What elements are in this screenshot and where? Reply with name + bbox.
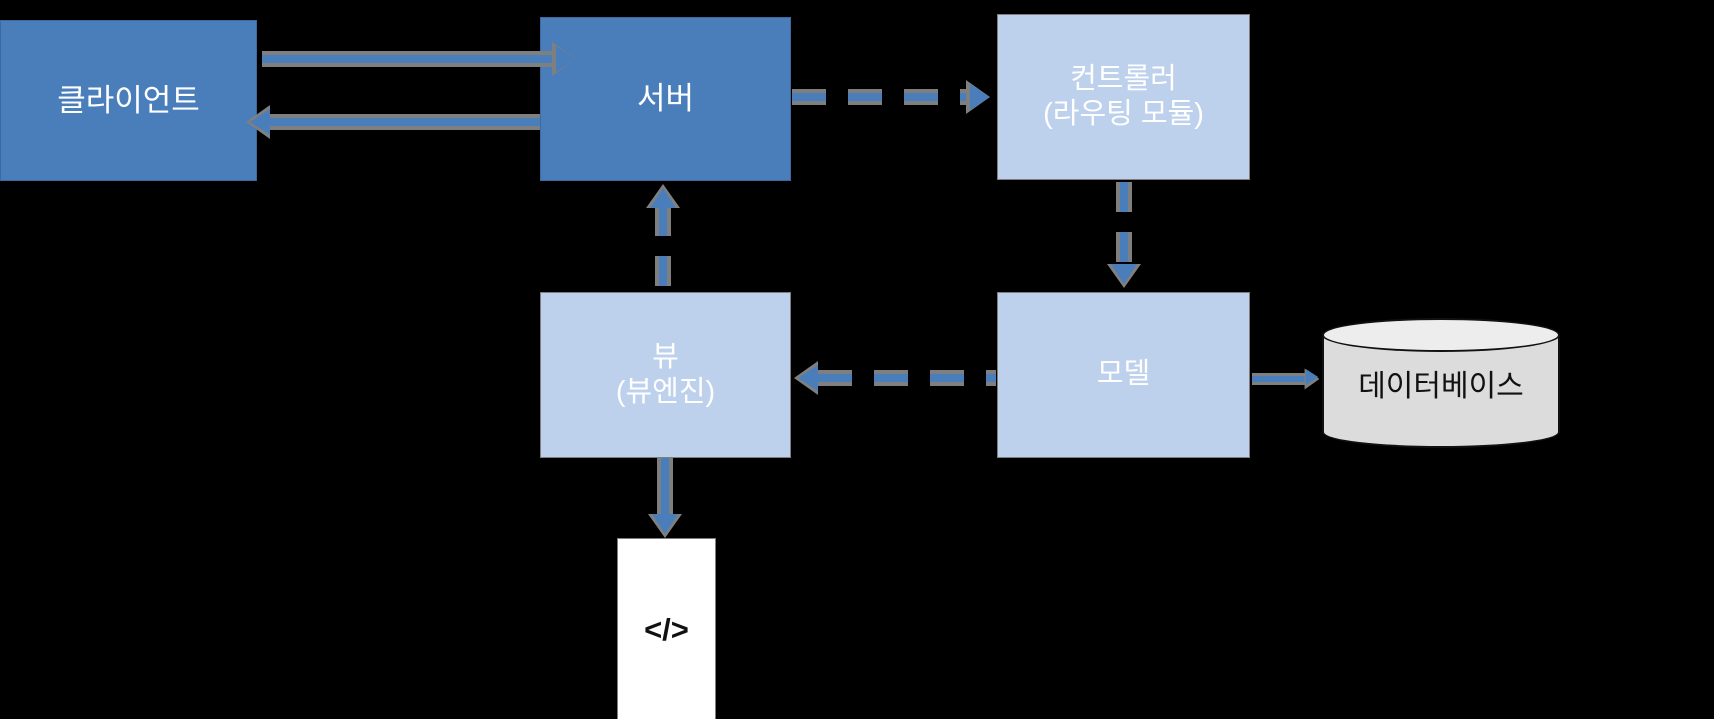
node-database-label: 데이터베이스 — [1358, 370, 1524, 403]
node-database[interactable]: 데이터베이스 — [1322, 318, 1560, 448]
edge-controller-to-model — [1116, 182, 1132, 266]
edge-server-to-controller — [792, 89, 967, 105]
node-model[interactable]: 모델 — [997, 292, 1250, 458]
node-client-label: 클라이언트 — [57, 82, 200, 118]
database-cylinder-top — [1322, 318, 1560, 352]
node-model-label: 모델 — [1096, 358, 1151, 391]
node-server[interactable]: 서버 — [540, 17, 791, 181]
node-view[interactable]: 뷰 (뷰엔진) — [540, 292, 791, 458]
node-client[interactable]: 클라이언트 — [0, 20, 257, 181]
edge-view-to-code-arrowhead — [652, 514, 678, 534]
edge-model-to-database-arrowhead — [1305, 368, 1319, 386]
edge-model-to-view-arrowhead — [798, 365, 818, 391]
database-cylinder-body — [1322, 334, 1560, 448]
edge-view-to-server-arrowhead — [650, 188, 676, 208]
edge-view-to-code — [661, 458, 669, 520]
edge-model-to-database — [1252, 376, 1308, 382]
edge-client-to-server — [262, 55, 558, 63]
node-code-label: </> — [644, 611, 689, 647]
edge-controller-to-model-arrowhead — [1111, 264, 1137, 284]
node-view-label: 뷰 (뷰엔진) — [615, 340, 716, 408]
edge-server-to-controller-arrowhead — [970, 84, 990, 110]
node-controller[interactable]: 컨트롤러 (라우팅 모듈) — [997, 14, 1250, 180]
edge-server-to-client-arrowhead — [250, 109, 270, 135]
node-controller-label: 컨트롤러 (라우팅 모듈) — [1043, 62, 1204, 130]
edge-client-to-server-arrowhead — [556, 46, 576, 72]
edge-model-to-view — [818, 370, 996, 386]
edge-view-to-server — [655, 206, 671, 292]
edge-server-to-client — [268, 118, 540, 126]
node-server-label: 서버 — [636, 81, 695, 117]
node-code[interactable]: </> — [617, 538, 716, 719]
